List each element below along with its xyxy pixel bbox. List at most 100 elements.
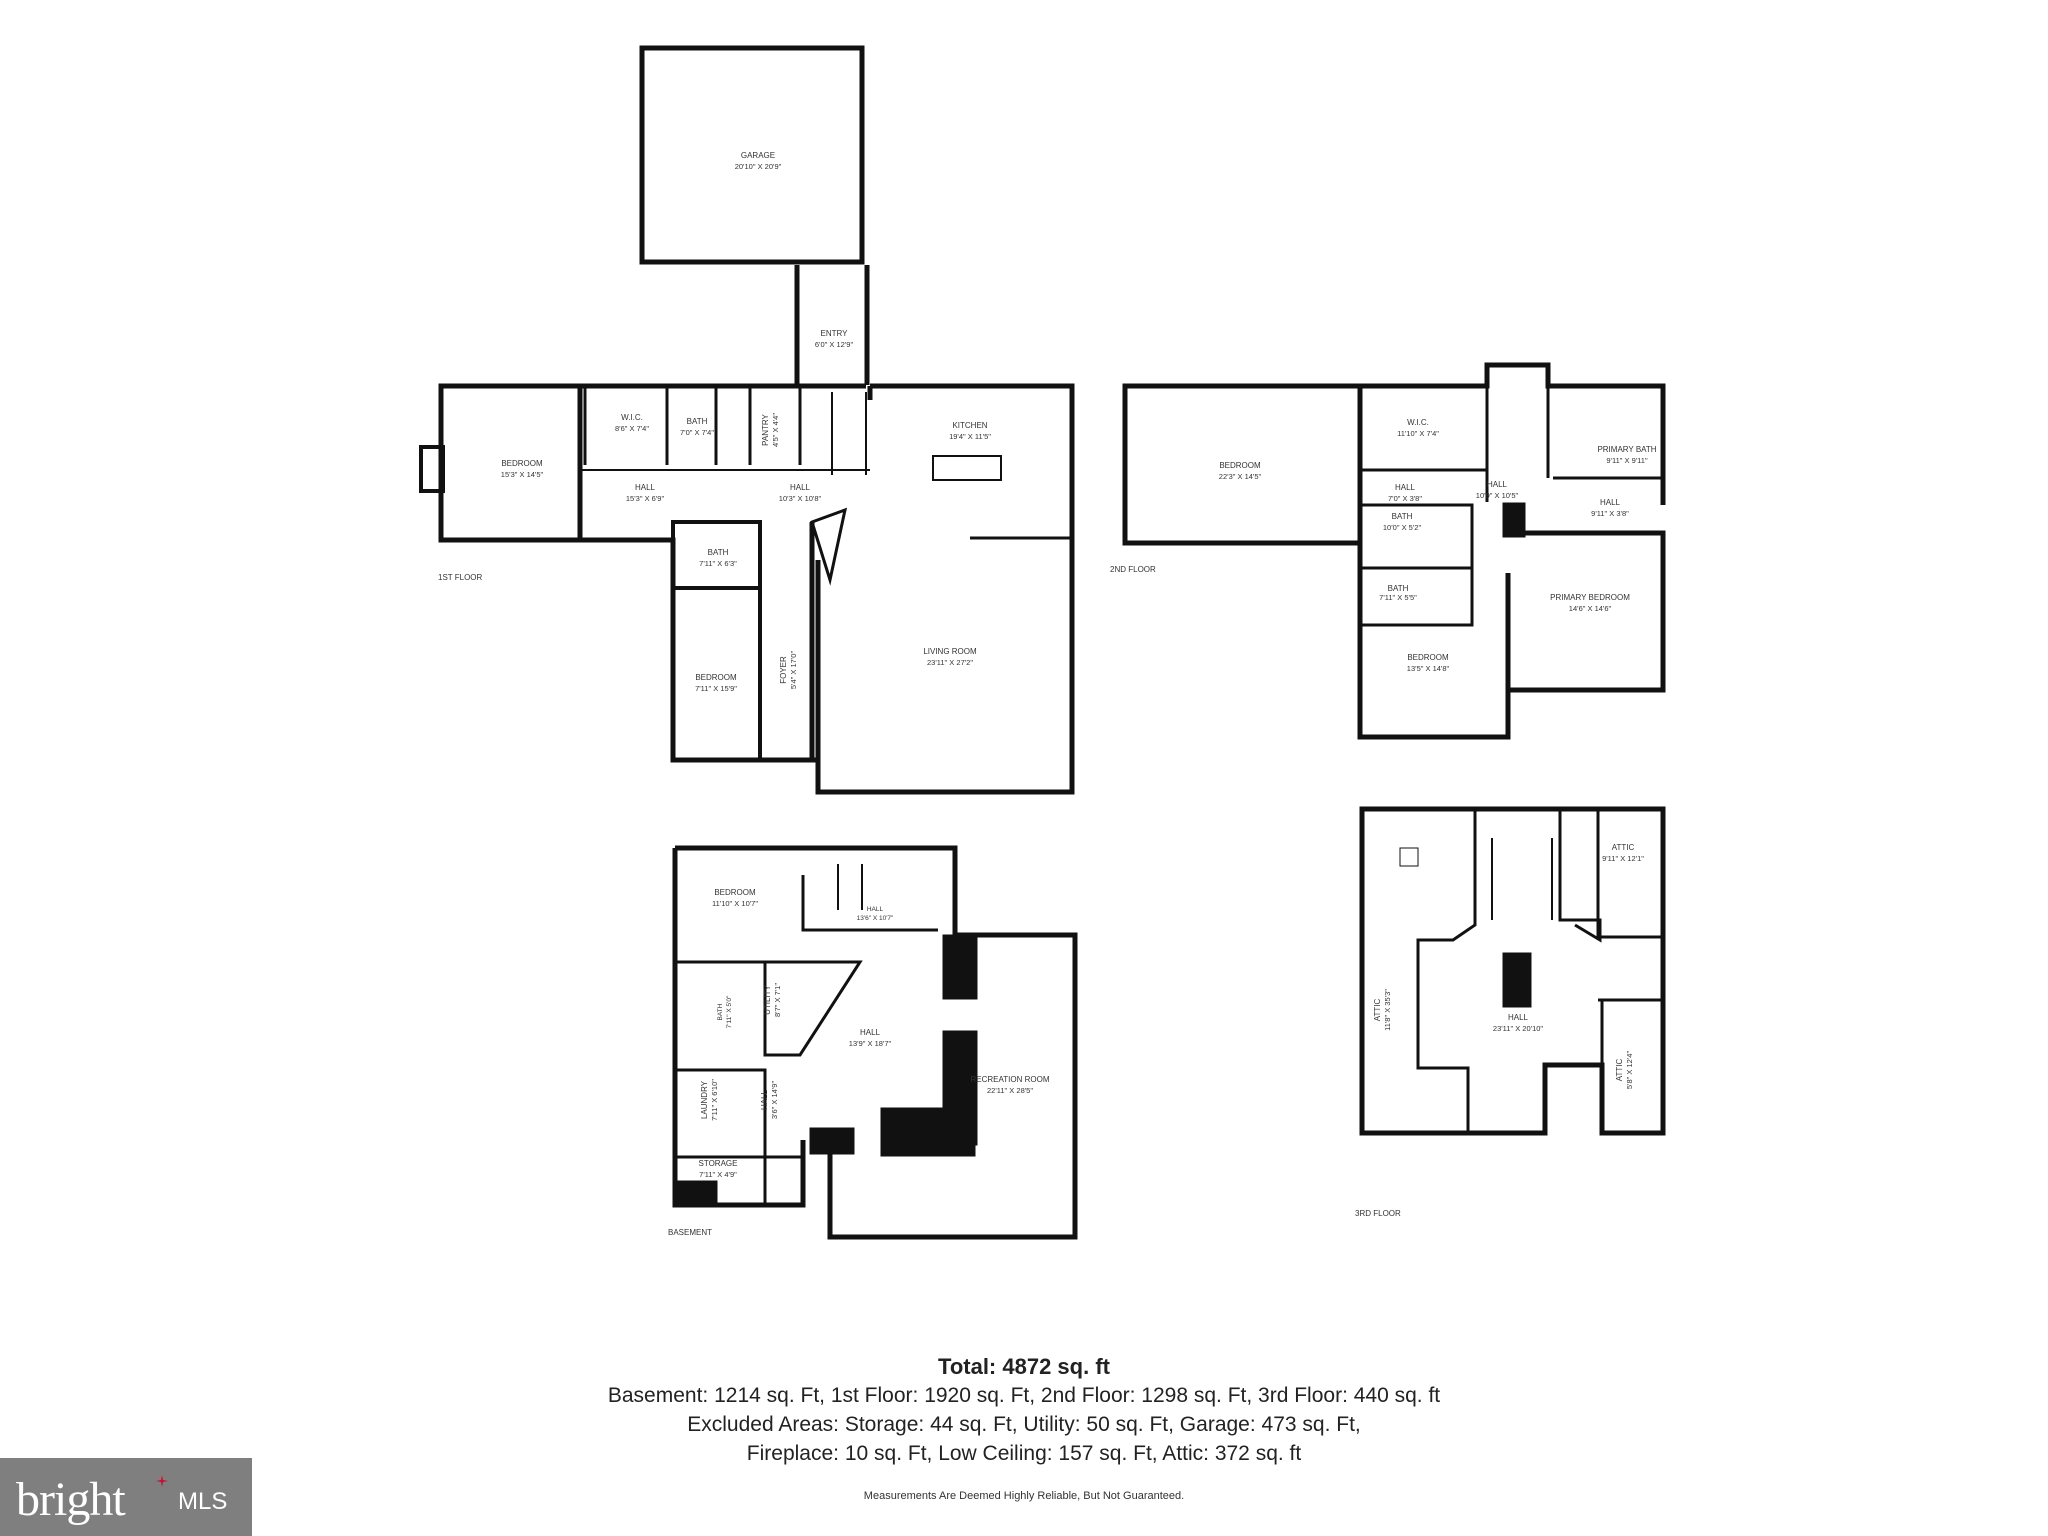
room-name: PRIMARY BATH (1597, 445, 1656, 454)
bedroom5-walls (675, 875, 938, 964)
column-b1 (809, 1127, 855, 1155)
column-b5 (672, 1180, 718, 1208)
logo-suffix: MLS (178, 1488, 228, 1515)
stairs-3rd (1491, 838, 1553, 920)
room-dims: 5'8" X 12'4" (1625, 1051, 1634, 1090)
room-name: HALL (1395, 483, 1416, 492)
room-dims: 23'11" X 20'10" (1493, 1024, 1544, 1033)
utility-walls (763, 960, 863, 1057)
room-dims: 10'0" X 5'2" (1383, 523, 1422, 532)
floor-areas: Basement: 1214 sq. Ft, 1st Floor: 1920 s… (607, 1384, 1441, 1407)
column-2nd (1502, 502, 1526, 538)
room-name: BEDROOM (501, 459, 543, 468)
attic1-walls (1416, 809, 1477, 1133)
floor-label-3rd: 3RD FLOOR (1355, 1209, 1401, 1218)
room-name: BEDROOM (1219, 461, 1261, 470)
bath4-walls (1360, 566, 1474, 627)
wic2-walls (1358, 386, 1487, 472)
room-dims: 10'9" X 10'5" (1476, 491, 1519, 500)
room-dims: 23'11" X 27'2" (927, 658, 973, 667)
bright-mls-logo: bright MLS (0, 1458, 252, 1536)
room-name: ATTIC (1615, 1059, 1624, 1082)
room-name: STORAGE (699, 1159, 738, 1168)
room-dims: 11'8" X 35'3" (1383, 989, 1392, 1031)
foyer-angle (810, 507, 848, 586)
stair-walls-3rd (1558, 809, 1602, 943)
room-dims: 15'3" X 14'5" (501, 470, 544, 479)
room-dims: 7'11" X 6'3" (699, 559, 737, 568)
room-name: HALL (1600, 498, 1621, 507)
total-area: Total: 4872 sq. ft (938, 1354, 1110, 1379)
room-dims: 9'11" X 12'1" (1602, 854, 1644, 863)
room-name: HALL (860, 1028, 881, 1037)
room-name: UTILITY (763, 984, 772, 1014)
room-dims: 7'11" X 4'9" (699, 1170, 737, 1179)
room-dims: 22'11" X 28'5" (987, 1086, 1033, 1095)
room-name: LIVING ROOM (923, 647, 977, 656)
room-name: W.I.C. (621, 413, 643, 422)
room-name: BATH (1392, 512, 1413, 521)
room-dims: 14'6" X 14'6" (1569, 604, 1612, 613)
room-name: BATH (708, 548, 729, 557)
room-name: HALL (760, 1089, 769, 1110)
room-dims: 13'9" X 18'7" (849, 1039, 892, 1048)
logo-accent-icon (156, 1475, 168, 1487)
room-dims: 13'5" X 14'8" (1407, 664, 1450, 673)
room-dims: 15'3" X 6'9" (626, 494, 665, 503)
kitchen-island (932, 455, 1002, 481)
room-dims: 5'4" X 17'0" (789, 651, 798, 690)
room-dims: 9'11" X 9'11" (1606, 456, 1648, 465)
room-name: BATH (687, 417, 708, 426)
stairs-1st (831, 392, 867, 475)
room-name: W.I.C. (1407, 418, 1429, 427)
room-name: FOYER (779, 656, 788, 684)
hatch-3rd (1399, 847, 1419, 867)
living-walls (815, 383, 1075, 795)
room-name: KITCHEN (952, 421, 987, 430)
room-dims: 20'10" X 20'9" (735, 162, 782, 171)
fireplace (419, 445, 445, 493)
floor-label-2nd: 2ND FLOOR (1110, 565, 1156, 574)
room-dims: 3'6" X 14'9" (770, 1081, 779, 1120)
garage-walls (639, 45, 865, 265)
room-dims: 13'6" X 10'7" (857, 915, 894, 922)
room-name: BATH (1388, 584, 1409, 593)
floor-label-1st: 1ST FLOOR (438, 573, 483, 582)
excluded-areas-2: Fireplace: 10 sq. Ft, Low Ceiling: 157 s… (746, 1442, 1302, 1465)
bath5-walls (675, 1068, 767, 1205)
room-name: HALL (1487, 480, 1508, 489)
stair-walls-2nd (1485, 386, 1550, 502)
basement-west-walls (672, 848, 806, 1208)
room-dims: 9'11" X 3'8" (1591, 509, 1629, 518)
basement-north-walls (675, 845, 1078, 1240)
room-name: RECREATION ROOM (971, 1075, 1050, 1084)
room-dims: 22'3" X 14'5" (1219, 472, 1262, 481)
room-name: BEDROOM (1407, 653, 1449, 662)
bath3-walls (1358, 503, 1474, 570)
room-dims: 8'6" X 7'4" (615, 424, 649, 433)
closet-walls (583, 386, 802, 465)
excluded-areas-1: Excluded Areas: Storage: 44 sq. Ft, Util… (687, 1413, 1361, 1436)
room-name: ATTIC (1612, 843, 1635, 852)
room-name: BATH (717, 1003, 724, 1020)
room-name: BEDROOM (714, 888, 756, 897)
room-dims: 6'0" X 12'9" (815, 340, 854, 349)
room-name: HALL (635, 483, 656, 492)
chimney-3rd (1502, 952, 1532, 1008)
disclaimer: Measurements Are Deemed Highly Reliable,… (863, 1490, 1185, 1502)
room-name: LAUNDRY (700, 1080, 709, 1119)
room-dims: 7'11" X 15'9" (695, 684, 737, 693)
room-name: PRIMARY BEDROOM (1550, 593, 1630, 602)
floor-label-basement: BASEMENT (668, 1228, 712, 1237)
room-dims: 7'0" X 3'8" (1388, 494, 1422, 503)
bedroom2-walls (670, 588, 812, 763)
room-dims: 7'11" X 5'0" (726, 995, 733, 1028)
floor-plan-drawing: GARAGE 20'10" X 20'9" ENTRY 6'0" X 12'9"… (419, 45, 1666, 1240)
stairs-basement (837, 864, 863, 910)
pbath-walls (1553, 384, 1665, 480)
column-b4 (942, 934, 978, 1000)
room-name: HALL (867, 906, 884, 913)
room-dims: 11'10" X 7'4" (1397, 429, 1439, 438)
room-dims: 11'10" X 10'7" (712, 899, 758, 908)
room-name: HALL (1508, 1013, 1529, 1022)
